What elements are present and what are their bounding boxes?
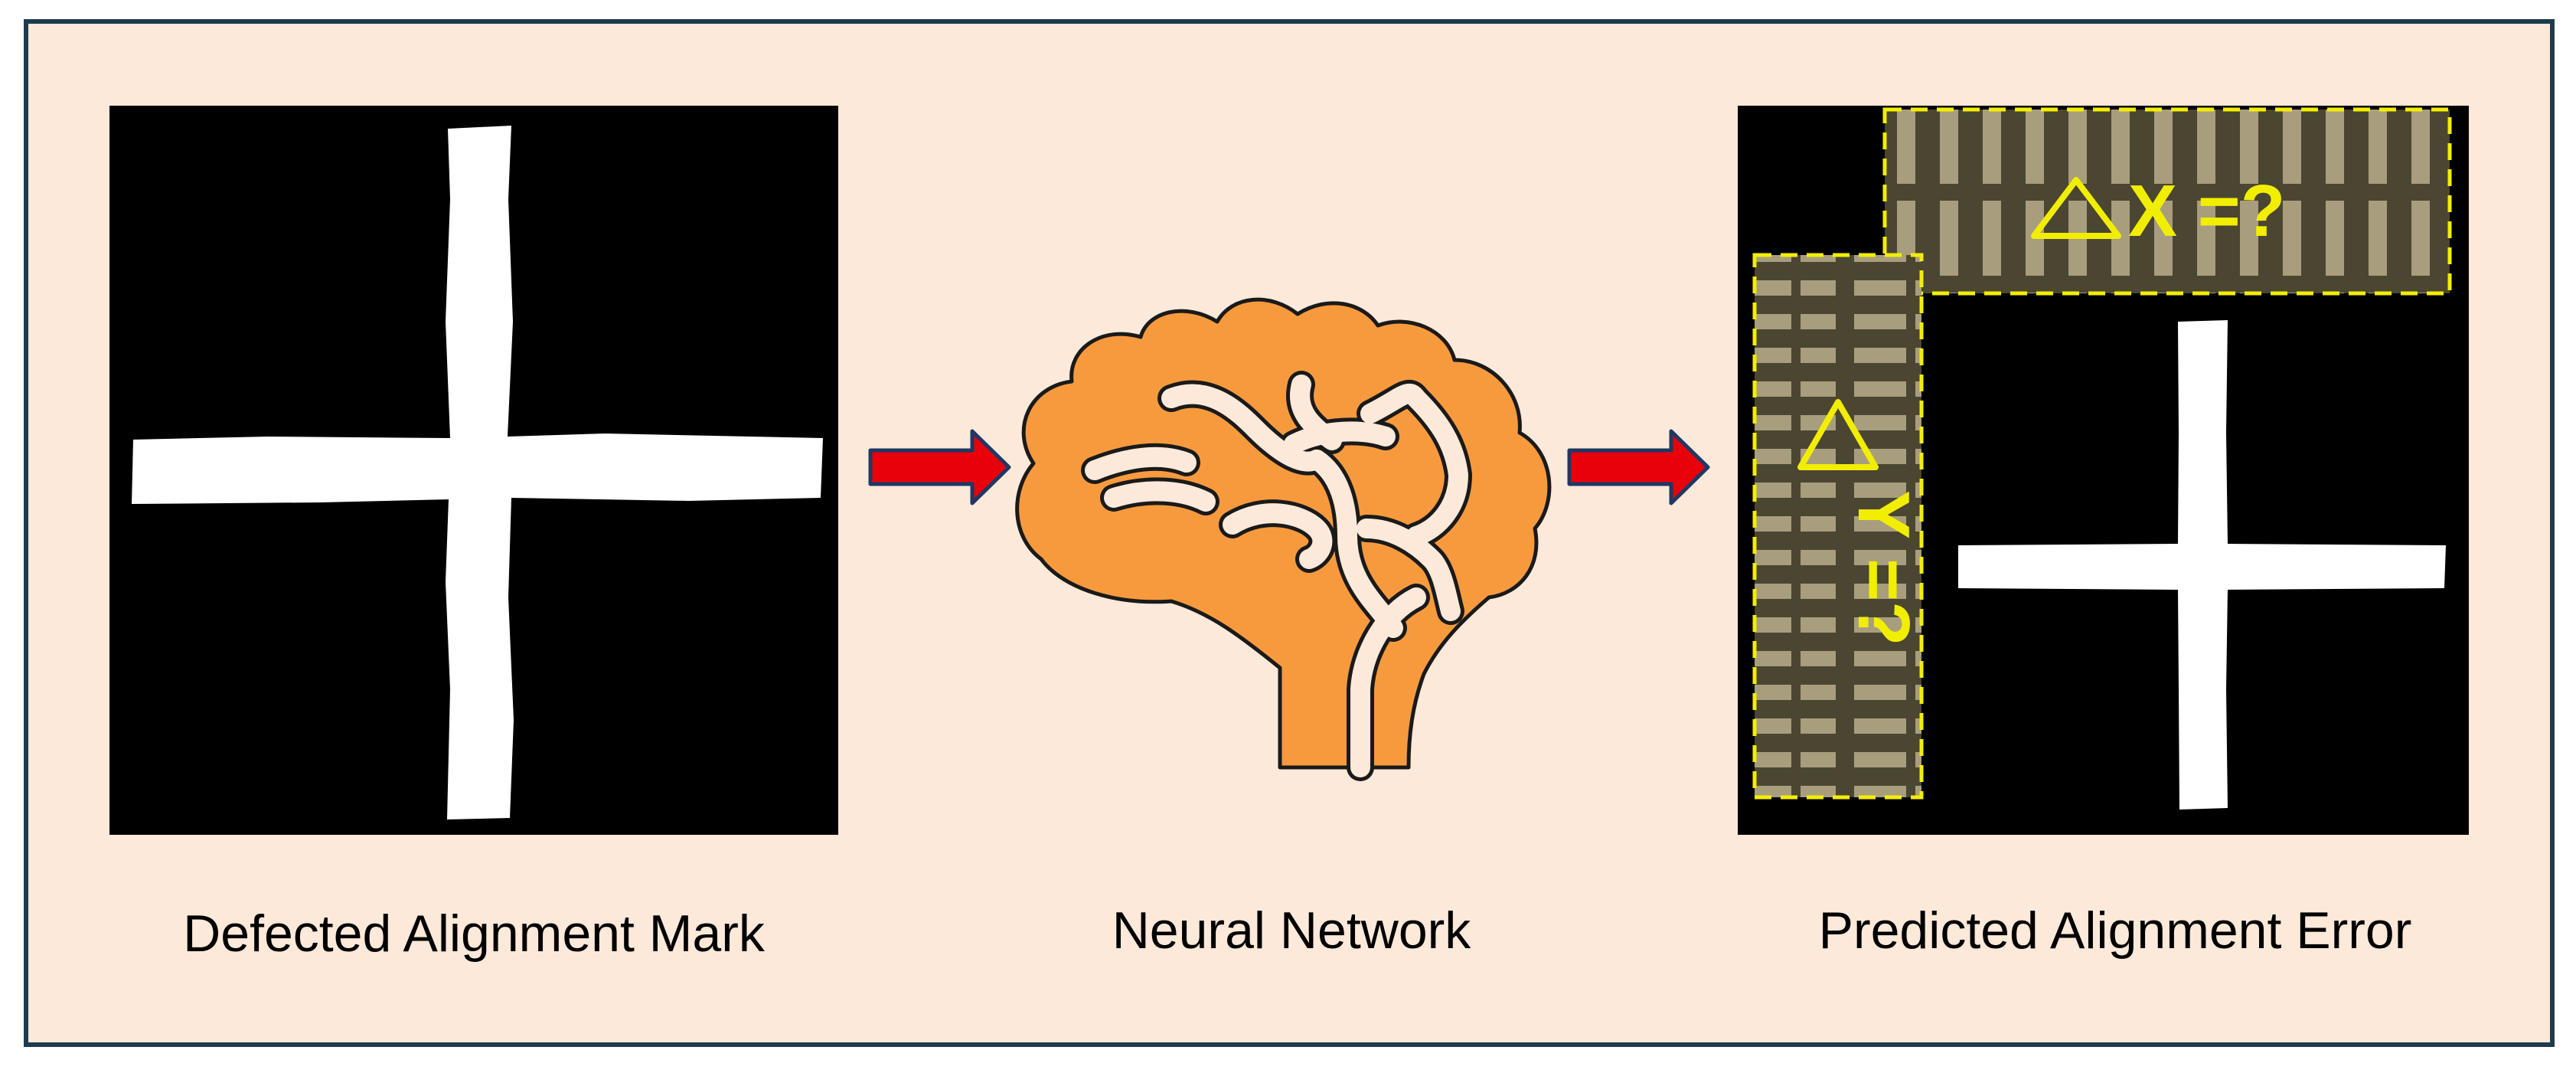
shifted-cross-mark — [1958, 320, 2446, 810]
right-arrow-icon — [1567, 429, 1710, 505]
right-arrow-icon — [868, 429, 1011, 505]
brain-vessels — [1081, 371, 1472, 781]
delta-x-stripes — [1885, 110, 2450, 293]
defected-cross-mark — [132, 126, 823, 819]
delta-x-box — [1882, 107, 2452, 296]
output-panel: X =? Y =? Predicted Alignment Error — [1738, 106, 2469, 960]
output-caption: Predicted Alignment Error — [1819, 901, 2412, 960]
input-caption: Defected Alignment Mark — [183, 905, 766, 963]
triangle-delta-icon — [1797, 399, 1879, 470]
model-caption: Neural Network — [1112, 901, 1472, 960]
triangle-delta-icon — [2031, 177, 2121, 239]
delta-x-label: X =? — [2128, 170, 2285, 252]
brain-icon — [1015, 297, 1552, 781]
input-panel: Defected Alignment Mark — [109, 106, 838, 963]
delta-y-box — [1752, 253, 1924, 800]
delta-y-label: Y =? — [1843, 490, 1925, 646]
delta-y-stripes — [1755, 255, 1921, 797]
